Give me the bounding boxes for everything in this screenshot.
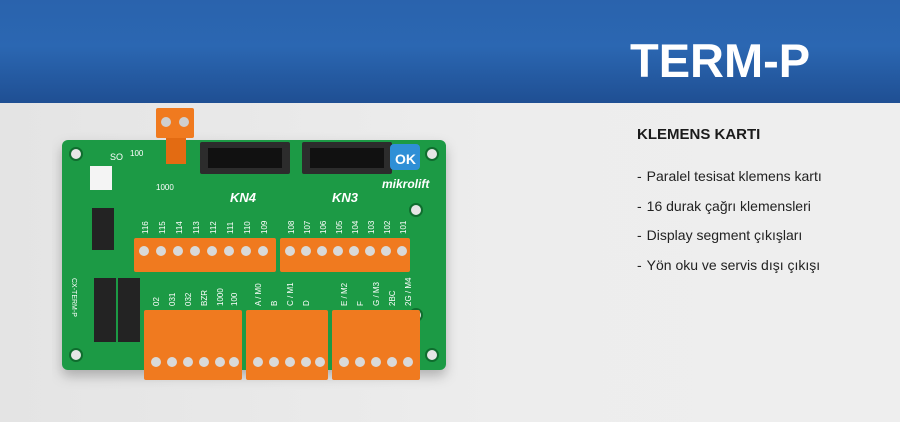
terminal-label: BZR xyxy=(200,290,209,306)
terminal-label: 2BC xyxy=(388,290,397,306)
terminal-block-bottom-1 xyxy=(144,310,242,380)
terminal-label: 112 xyxy=(209,221,218,234)
terminal-label: 102 xyxy=(383,220,392,234)
terminal-block-bottom-3 xyxy=(332,310,420,380)
terminal-label: 116 xyxy=(141,221,150,234)
terminal-label: 110 xyxy=(243,221,252,234)
terminal-label: 103 xyxy=(367,220,376,234)
terminal-label: 2G / M4 xyxy=(404,277,413,306)
terminal-label: A / M0 xyxy=(254,283,263,306)
terminal-label: 1000 xyxy=(216,288,225,306)
mount-hole xyxy=(69,147,83,161)
power-terminal xyxy=(156,108,194,138)
mount-hole xyxy=(409,203,423,217)
mount-hole xyxy=(425,348,439,362)
terminal-label: 113 xyxy=(192,221,201,234)
terminal-label: 104 xyxy=(351,220,360,234)
feature-item: -Paralel tesisat klemens kartı xyxy=(637,168,822,184)
terminal-label: G / M3 xyxy=(372,281,381,306)
terminal-label: 105 xyxy=(335,220,344,234)
qr-sticker xyxy=(90,166,112,190)
terminal-label: E / M2 xyxy=(340,282,349,306)
terminal-label: 108 xyxy=(287,220,296,234)
silk-label: SO xyxy=(110,152,123,162)
product-subtitle: KLEMENS KARTI xyxy=(637,126,761,143)
terminal-label: 111 xyxy=(226,221,235,234)
terminal-label: 031 xyxy=(168,292,177,306)
relay-block xyxy=(92,208,114,250)
terminal-label: 106 xyxy=(319,220,328,234)
feature-text: Display segment çıkışları xyxy=(646,227,803,243)
terminal-label: 114 xyxy=(175,221,184,234)
terminal-label: 101 xyxy=(399,220,408,234)
mount-hole xyxy=(425,147,439,161)
terminal-label: C / M1 xyxy=(286,282,295,306)
pcb-board-image: KN4 KN3 OK mikrolift CX-TERM-P SO 100 10… xyxy=(62,108,446,380)
terminal-label: F xyxy=(356,301,365,306)
terminal-block-bottom-2 xyxy=(246,310,328,380)
header-banner: TERM-P xyxy=(0,0,900,103)
mount-hole xyxy=(69,348,83,362)
silk-label: 100 xyxy=(130,149,144,158)
relay-block xyxy=(118,278,140,342)
terminal-label: B xyxy=(270,301,279,306)
ok-badge xyxy=(390,144,420,170)
terminal-label: 032 xyxy=(184,292,193,306)
feature-text: 16 durak çağrı klemensleri xyxy=(646,197,811,214)
feature-text: Yön oku ve servis dışı çıkışı xyxy=(646,256,821,273)
top-terminal-labels: 116 115 114 113 112 111 110 109 108 107 … xyxy=(141,220,408,234)
kn3-label: KN3 xyxy=(332,190,359,205)
terminal-block-top-left xyxy=(134,238,276,272)
ok-badge-text: OK xyxy=(395,151,416,167)
relay-block xyxy=(94,278,116,342)
kn4-label: KN4 xyxy=(230,190,257,205)
feature-item: -Display segment çıkışları xyxy=(637,227,803,243)
terminal-block-top-right xyxy=(280,238,410,272)
model-label: CX-TERM-P xyxy=(70,278,77,317)
brand-label: mikrolift xyxy=(382,177,430,191)
bottom-terminal-labels: 02 031 032 BZR 1000 100 A / M0 B C / M1 … xyxy=(152,277,413,306)
feature-list: -Paralel tesisat klemens kartı -16 durak… xyxy=(637,168,822,286)
silk-label: 1000 xyxy=(156,183,174,192)
terminal-label: 109 xyxy=(260,220,269,234)
terminal-label: 115 xyxy=(158,221,167,234)
terminal-label: 100 xyxy=(230,292,239,306)
terminal-label: 02 xyxy=(152,297,161,306)
feature-text: Paralel tesisat klemens kartı xyxy=(646,168,822,184)
terminal-label: 107 xyxy=(303,220,312,234)
terminal-label: D xyxy=(302,300,311,306)
product-title: TERM-P xyxy=(630,34,811,87)
feature-item: -16 durak çağrı klemensleri xyxy=(637,197,811,214)
feature-item: -Yön oku ve servis dışı çıkışı xyxy=(637,256,821,273)
